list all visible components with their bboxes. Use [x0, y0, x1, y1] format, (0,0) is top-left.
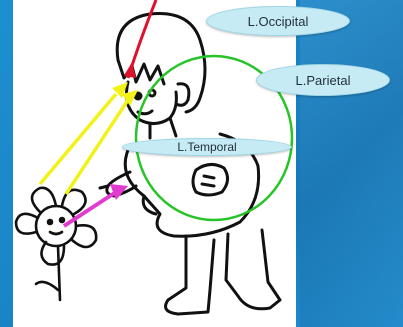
flower — [16, 188, 96, 300]
temporal-label: L.Temporal — [122, 138, 292, 156]
magenta-arrow — [64, 192, 116, 226]
occipital-label: L.Occipital — [206, 6, 350, 36]
girl-legs — [166, 236, 214, 314]
parietal-label: L.Parietal — [256, 64, 390, 96]
